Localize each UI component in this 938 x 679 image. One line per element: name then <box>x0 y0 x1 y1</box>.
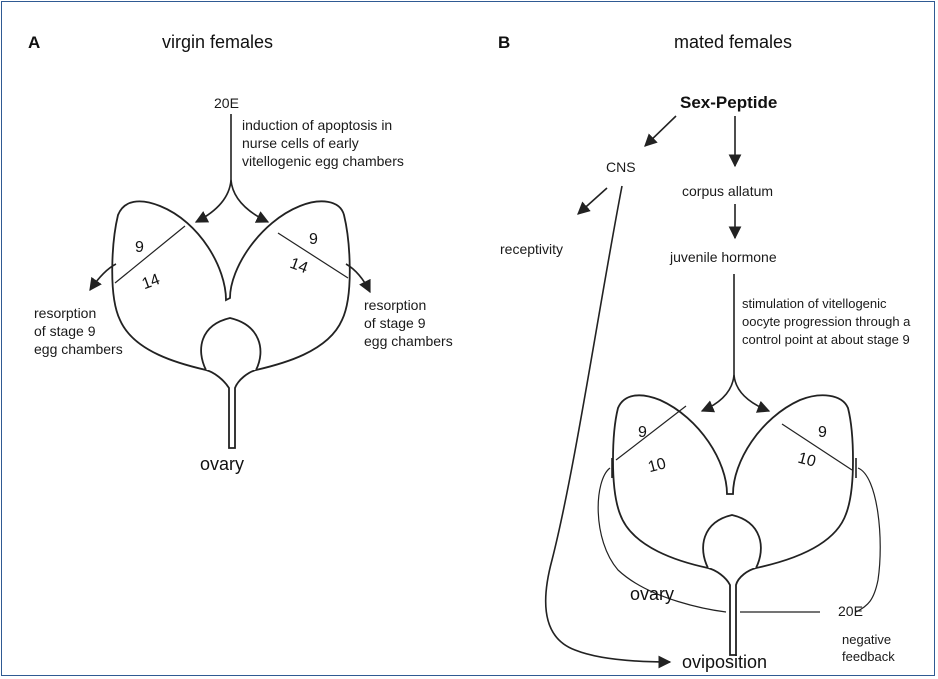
panel-b-juvenile-hormone: juvenile hormone <box>669 249 777 265</box>
panel-a-arrow-left <box>196 180 231 222</box>
panel-b-corpus-allatum: corpus allatum <box>682 183 773 199</box>
panel-a-left-stage-9: 9 <box>135 239 144 256</box>
panel-b-arrow-left <box>702 375 734 411</box>
panel-a-resorption-right-2: of stage 9 <box>364 315 426 331</box>
panel-a-right-stage-9: 9 <box>309 231 318 248</box>
panel-b-hormone-label: 20E <box>838 603 863 619</box>
panel-a-induction-line-3: vitellogenic egg chambers <box>242 153 404 169</box>
panel-a-hormone-label: 20E <box>214 95 239 111</box>
panel-a-resorption-left-3: egg chambers <box>34 341 123 357</box>
panel-a-letter: A <box>28 33 40 52</box>
panel-b-cns: CNS <box>606 159 636 175</box>
panel-b-title: mated females <box>674 32 792 52</box>
panel-b-oviposition: oviposition <box>682 652 767 672</box>
panel-b-letter: B <box>498 33 510 52</box>
panel-a: A virgin females 20E induction of apopto… <box>28 32 453 474</box>
panel-a-induction-line-2: nurse cells of early <box>242 135 359 151</box>
panel-a-induction-line-1: induction of apoptosis in <box>242 117 392 133</box>
panel-b-right-stage-9: 9 <box>818 424 827 441</box>
panel-b-left-stage-9: 9 <box>638 424 647 441</box>
panel-b-stimulation-line-2: oocyte progression through a <box>742 314 911 329</box>
panel-a-title: virgin females <box>162 32 273 52</box>
panel-b-arrow-right <box>734 375 769 411</box>
panel-a-resorption-right-3: egg chambers <box>364 333 453 349</box>
panel-b-receptivity: receptivity <box>500 241 563 257</box>
panel-b-arrow-to-cns <box>645 116 676 146</box>
panel-b-stimulation-line-1: stimulation of vitellogenic <box>742 296 887 311</box>
panel-b: B mated females Sex-Peptide CNS corpus a… <box>498 32 911 672</box>
panel-b-feedback-loop-right <box>856 468 880 612</box>
panel-b-sex-peptide: Sex-Peptide <box>680 93 777 112</box>
panel-a-arrow-right <box>231 180 268 222</box>
panel-a-resorption-left-2: of stage 9 <box>34 323 96 339</box>
panel-b-stimulation-line-3: control point at about stage 9 <box>742 332 910 347</box>
panel-a-ovary-label: ovary <box>200 454 244 474</box>
panel-b-feedback-line-1: negative <box>842 632 891 647</box>
panel-a-resorption-right-1: resorption <box>364 297 426 313</box>
panel-a-resorption-left-1: resorption <box>34 305 96 321</box>
panel-b-ovary-label: ovary <box>630 584 674 604</box>
panel-b-feedback-line-2: feedback <box>842 649 895 664</box>
panel-b-arrow-to-receptivity <box>578 188 607 214</box>
